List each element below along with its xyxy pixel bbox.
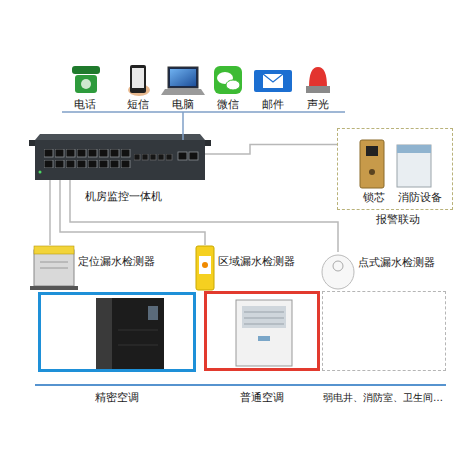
leak-detector: 区域漏水检测器 xyxy=(193,245,315,293)
node-label: 微信 xyxy=(206,98,250,111)
lock-device: 锁芯 xyxy=(354,137,394,203)
connector xyxy=(70,180,338,252)
node-label: 电话 xyxy=(63,98,107,111)
zone-detector-icon xyxy=(196,246,214,290)
node-label: 声光 xyxy=(296,98,340,111)
rack-device xyxy=(29,134,211,180)
lock-icon xyxy=(360,140,384,188)
node-label: 邮件 xyxy=(251,98,295,111)
node-label: 电脑 xyxy=(161,98,205,111)
baseline xyxy=(35,384,446,386)
sms-icon xyxy=(128,65,150,96)
fire-device: 消防设备 xyxy=(392,137,448,203)
wechat-icon xyxy=(214,66,242,94)
connector xyxy=(182,112,184,140)
positioning-detector-icon xyxy=(30,246,78,290)
node-label: 弱电井、消防室、卫生间… xyxy=(321,391,445,404)
notify-channel: 微信 xyxy=(206,62,250,112)
monitor-unit: 机房监控一体机 xyxy=(35,140,205,180)
laptop-icon xyxy=(161,67,205,95)
node-label: 报警联动 xyxy=(358,213,438,226)
node-label: 点式漏水检测器 xyxy=(358,256,446,269)
alarm-linkage-box: 报警联动锁芯消防设备 xyxy=(337,128,453,210)
email-icon xyxy=(254,70,292,92)
leak-zone: 弱电井、消防室、卫生间… xyxy=(322,291,446,371)
notify-channel: 短信 xyxy=(116,62,160,112)
node-label: 锁芯 xyxy=(354,191,394,204)
leak-zone: 普通空调 xyxy=(204,291,320,371)
node-label: 定位漏水检测器 xyxy=(78,255,178,268)
leak-detector: 定位漏水检测器 xyxy=(33,245,183,291)
bus-line xyxy=(62,111,345,113)
fire-equipment-icon xyxy=(397,145,431,187)
connector xyxy=(60,180,205,245)
leak-zone: 精密空调 xyxy=(38,292,196,372)
notify-channel: 电脑 xyxy=(161,62,205,112)
precision-ac-icon xyxy=(96,298,164,370)
notify-channel: 电话 xyxy=(63,62,107,112)
node-label: 普通空调 xyxy=(207,391,317,404)
node-label: 区域漏水检测器 xyxy=(218,255,313,268)
node-label: 消防设备 xyxy=(392,191,448,204)
notify-channel: 邮件 xyxy=(251,62,295,112)
connector xyxy=(49,180,51,245)
connector xyxy=(205,144,337,154)
node-label: 精密空调 xyxy=(41,391,193,404)
regular-ac-icon xyxy=(236,300,292,366)
notify-channel: 声光 xyxy=(296,62,340,112)
spot-detector-icon xyxy=(322,255,354,289)
leak-detector: 点式漏水检测器 xyxy=(318,252,448,292)
phone-icon xyxy=(72,66,100,93)
siren-icon xyxy=(306,67,330,93)
node-label: 短信 xyxy=(116,98,160,111)
node-label: 机房监控一体机 xyxy=(85,190,195,203)
